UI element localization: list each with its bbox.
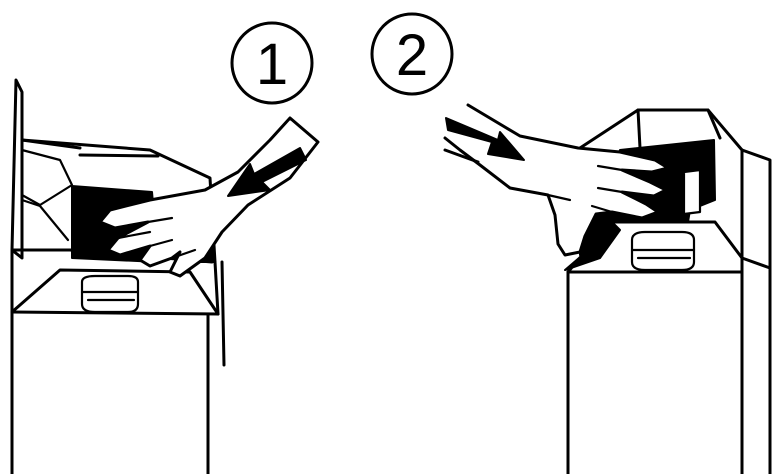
box-icon: [12, 80, 224, 474]
step-2-badge: 2: [372, 14, 452, 94]
step-2-number: 2: [396, 23, 428, 88]
hand-icon: [445, 105, 668, 255]
step-2-illustration: 2: [372, 14, 770, 474]
handle-slot-icon: [82, 276, 138, 312]
step-1-badge: 1: [232, 23, 312, 103]
step-1-number: 1: [256, 32, 288, 97]
step-1-illustration: 1: [12, 23, 318, 474]
handle-slot-icon: [632, 232, 694, 270]
